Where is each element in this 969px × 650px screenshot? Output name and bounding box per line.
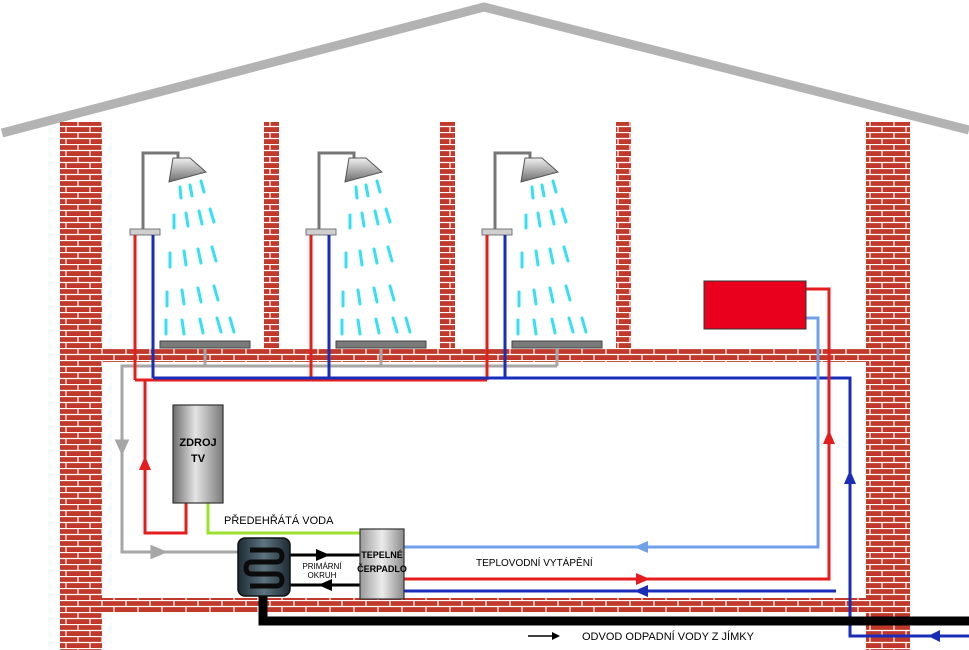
shower-arm (493, 151, 532, 230)
drain-pipe (258, 595, 969, 626)
water-spray (516, 179, 588, 336)
shower-tray (511, 340, 603, 349)
heat-pump-label-line1: TEPELNÉ (361, 550, 403, 560)
water-spray (340, 179, 412, 336)
shower-arm (317, 151, 356, 230)
shower-arm (141, 151, 180, 230)
preheated-water-pipe (206, 503, 360, 535)
ground-floor (60, 598, 910, 612)
radiator (703, 280, 807, 330)
heat-source-tank: ZDROJ TV (172, 404, 224, 504)
upper-floor (60, 348, 910, 362)
heat-exchanger (237, 537, 291, 597)
heat-source-label-line1: ZDROJ (179, 437, 216, 449)
partition-2 (440, 122, 455, 350)
shower-mixer (305, 228, 337, 236)
shower-tray (159, 340, 251, 349)
left-wall (60, 122, 102, 650)
preheated-water-label: PŘEDEHŘÁTÁ VODA (224, 514, 334, 527)
shower-head (168, 157, 208, 183)
hot-water-pipe (133, 235, 489, 535)
shower-3 (481, 151, 603, 349)
shower-1 (129, 151, 251, 349)
grey-waste-pipe (114, 348, 559, 560)
shower-mixer (129, 228, 161, 236)
shower-head (344, 157, 384, 183)
heat-source-label-line2: TV (191, 453, 206, 465)
right-wall (866, 122, 910, 650)
shower-head (520, 157, 560, 183)
waste-drain-label: ODVOD ODPADNÍ VODY Z JÍMKY (582, 630, 755, 643)
heat-pump: TEPELNÉ ČERPADLO (357, 528, 407, 600)
shower-tray (335, 340, 427, 349)
partition-1 (264, 122, 279, 350)
heat-exchanger-coil (243, 547, 285, 589)
shower-mixer (481, 228, 513, 236)
water-heating-label: TEPLOVODNÍ VYTÁPĚNÍ (476, 556, 593, 569)
drain-legend: ODVOD ODPADNÍ VODY Z JÍMKY (528, 630, 755, 643)
heating-supply-pipe (404, 287, 835, 585)
heating-return-pipe (404, 316, 820, 553)
heat-pump-label-line2: ČERPADLO (357, 563, 407, 574)
primary-circuit-label-line1: PRIMÁRNÍ (302, 562, 342, 571)
water-spray (164, 179, 236, 336)
primary-circuit-pipe (290, 549, 360, 591)
cold-water-pipe (151, 235, 969, 642)
partition-3 (616, 122, 631, 350)
drain-legend-arrowhead (552, 632, 560, 640)
brick-walls (60, 122, 910, 650)
primary-circuit-label-line2: OKRUH (308, 571, 337, 580)
roof (0, 2, 969, 138)
shower-2 (305, 151, 427, 349)
